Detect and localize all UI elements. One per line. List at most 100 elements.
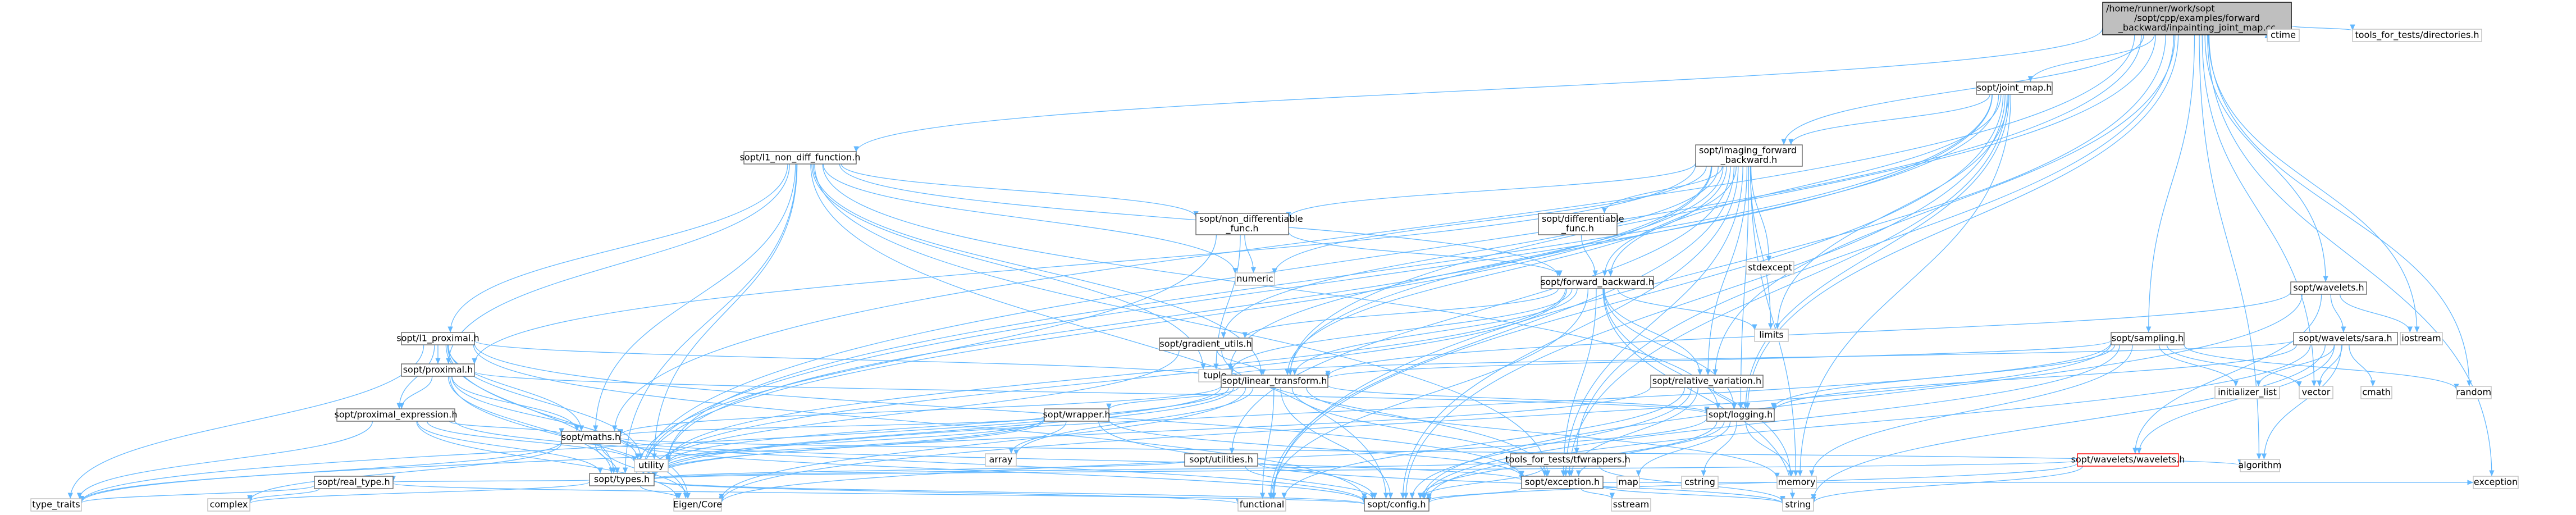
node-box <box>1159 338 1253 351</box>
node-real_type[interactable]: sopt/real_type.h <box>314 476 394 489</box>
edge-l1_non_diff-to-tuple <box>811 163 1206 370</box>
node-wavelets_wavelets[interactable]: sopt/wavelets/wavelets.h <box>2071 453 2185 467</box>
edge-imaging_fb-to-logging <box>1738 166 1750 409</box>
node-label: tools_for_tests/directories.h <box>2355 30 2479 41</box>
node-box <box>1044 408 1109 422</box>
node-label: cstring <box>1684 477 1715 487</box>
node-label: limits <box>1759 330 1784 340</box>
node-box <box>673 498 722 512</box>
node-label: vector <box>2302 387 2331 398</box>
edge-root-to-functional <box>1271 34 2166 499</box>
node-maths[interactable]: sopt/maths.h <box>561 431 621 444</box>
edge-imaging_fb-to-stdexcept <box>1750 166 1772 262</box>
edge-proximal_expression-to-eigen_core <box>416 421 680 499</box>
node-label: utility <box>638 460 664 471</box>
edge-root-to-types <box>640 34 2142 474</box>
node-stdexcept: stdexcept <box>1746 261 1794 275</box>
node-wavelets_sara[interactable]: sopt/wavelets/sara.h <box>2293 332 2398 345</box>
node-box <box>985 453 1017 467</box>
node-label: type_traits <box>32 499 80 511</box>
edge-root-to-joint_map <box>2027 34 2155 83</box>
edge-utilities-to-config <box>1245 466 1376 499</box>
node-box <box>2102 2 2292 35</box>
edge-types-to-functional <box>654 480 1241 504</box>
node-label: sopt/real_type.h <box>317 477 390 488</box>
node-logging[interactable]: sopt/logging.h <box>1706 408 1775 422</box>
edge-linear_transform-to-maths <box>618 385 1222 435</box>
node-non_diff[interactable]: sopt/non_differentiable_func.h <box>1195 213 1303 235</box>
node-box <box>2267 29 2300 42</box>
node-gradient_utils[interactable]: sopt/gradient_utils.h <box>1159 338 1253 351</box>
node-config[interactable]: sopt/config.h <box>1364 498 1429 512</box>
edge-wavelets_sara-to-string <box>1811 344 2326 500</box>
node-box <box>1184 453 1258 467</box>
node-map: map <box>1616 476 1640 489</box>
edge-linear_transform-to-type_traits <box>79 386 1222 503</box>
node-box <box>1510 453 1626 467</box>
node-label: _func.h <box>1226 223 1259 234</box>
node-box <box>2299 386 2333 399</box>
edge-linear_transform-to-types <box>651 387 1234 475</box>
edge-logging-to-map <box>1636 421 1731 477</box>
node-string: string <box>1782 498 1814 512</box>
node-l1_non_diff[interactable]: sopt/l1_non_diff_function.h <box>740 151 861 165</box>
node-box <box>1235 272 1275 286</box>
edge-forward_backward-to-tuple <box>1228 288 1573 372</box>
node-label: /sopt/cpp/examples/forward <box>2134 13 2260 24</box>
node-linear_transform[interactable]: sopt/linear_transform.h <box>1221 375 1328 388</box>
edge-types-to-complex <box>247 481 590 504</box>
edge-l1_non_diff-to-linear_transform <box>812 163 1264 376</box>
node-box <box>2077 453 2179 467</box>
edge-imaging_fb-to-limits <box>1750 166 1774 330</box>
node-label: sopt/linear_transform.h <box>1222 376 1327 387</box>
edge-root-to-iostream <box>2208 34 2420 333</box>
edge-l1_non_diff-to-numeric <box>823 163 1238 274</box>
node-root[interactable]: /home/runner/work/sopt/sopt/cpp/examples… <box>2102 2 2292 35</box>
edge-wavelets_sara-to-initializer_list <box>2255 344 2335 387</box>
node-exception_h[interactable]: sopt/exception.h <box>1521 476 1604 489</box>
node-utilities[interactable]: sopt/utilities.h <box>1184 453 1258 467</box>
edge-types-to-config <box>654 480 1367 504</box>
node-proximal_expression[interactable]: sopt/proximal_expression.h <box>335 408 458 422</box>
edge-l1_non_diff-to-l1_proximal <box>447 163 788 333</box>
node-proximal[interactable]: sopt/proximal.h <box>401 363 475 377</box>
node-label: sopt/proximal.h <box>403 364 473 375</box>
edge-relative_variation-to-functional <box>1281 387 1686 499</box>
edge-joint_map-to-memory <box>1797 94 2012 477</box>
node-box <box>401 363 475 377</box>
edge-imaging_fb-to-gradient_utils <box>1221 166 1719 339</box>
edge-l1_non_diff-to-proximal <box>446 163 790 364</box>
node-wavelets[interactable]: sopt/wavelets.h <box>2290 281 2367 295</box>
node-eigen_core: Eigen/Core <box>673 498 722 512</box>
node-box <box>2473 476 2519 489</box>
edge-root-to-tools_wrappers <box>1574 34 2175 454</box>
edge-joint_map-to-types <box>641 94 1993 474</box>
edge-root-to-linear_transform <box>1287 34 2156 376</box>
edge-l1_proximal-to-proximal_expression <box>396 344 435 409</box>
node-imaging_fb[interactable]: sopt/imaging_forward_backward.h <box>1695 144 1803 167</box>
node-joint_map[interactable]: sopt/joint_map.h <box>1976 81 2053 95</box>
edge-real_type-to-config <box>392 482 1367 505</box>
node-wrapper[interactable]: sopt/wrapper.h <box>1043 408 1111 422</box>
edge-imaging_fb-to-relative_variation <box>1705 166 1748 376</box>
node-label: random <box>2456 387 2491 398</box>
edge-joint_map-to-logging <box>1743 94 2009 409</box>
node-forward_backward[interactable]: sopt/forward_backward.h <box>1541 276 1654 289</box>
node-sampling[interactable]: sopt/sampling.h <box>2111 332 2185 345</box>
edge-wavelets_wavelets-to-config <box>1426 462 2078 504</box>
edge-forward_backward-to-utility <box>665 288 1566 463</box>
edge-forward_backward-to-linear_transform <box>1292 288 1578 376</box>
edge-root-to-vector <box>2202 34 2317 387</box>
edge-joint_map-to-functional <box>1270 94 2004 499</box>
node-diff_func[interactable]: sopt/differentiable_func.h <box>1538 213 1624 235</box>
node-label: sopt/differentiable <box>1542 213 1624 224</box>
node-types[interactable]: sopt/types.h <box>589 473 655 486</box>
edge-proximal-to-logging <box>474 371 1710 414</box>
edge-l1_proximal-to-linear_transform <box>474 340 1224 379</box>
node-l1_proximal[interactable]: sopt/l1_proximal.h <box>396 332 479 345</box>
node-utility: utility <box>634 459 669 472</box>
edge-l1_proximal-to-config <box>473 344 1367 500</box>
node-tools_wrappers[interactable]: tools_for_tests/tfwrappers.h <box>1505 453 1630 467</box>
edge-types-to-eigen_core <box>640 485 682 499</box>
node-relative_variation[interactable]: sopt/relative_variation.h <box>1650 375 1764 388</box>
